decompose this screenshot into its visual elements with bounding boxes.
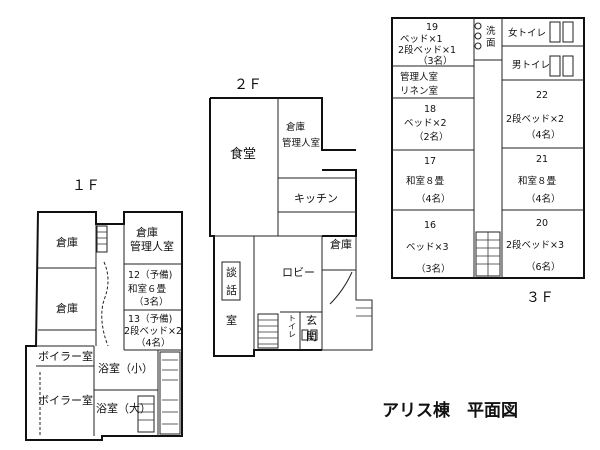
room-3f-16-l1: 16 (424, 220, 436, 231)
room-1f-12-l1: 12（予備) (128, 269, 172, 281)
room-2f-lounge-c1: 談 (226, 265, 237, 279)
room-2f-entrance-c2: 関 (306, 330, 317, 343)
room-2f-storage: 倉庫 (330, 237, 352, 251)
room-3f-17-l2: 和室８畳 (406, 175, 445, 187)
floor-2f-label: ２Ｆ (234, 77, 262, 93)
wash-basins (474, 22, 482, 50)
floor-1f: １Ｆ (25, 178, 183, 441)
room-3f-18-l2: ベッド×2 (404, 118, 447, 129)
room-3f-21-l2: 和室８畳 (518, 175, 557, 187)
room-2f-dining: 食堂 (230, 146, 256, 162)
plan-title: アリス棟 平面図 (382, 400, 518, 421)
room-3f-19-l1: 19 (426, 22, 438, 33)
room-3f-20-l3: （6名） (526, 261, 561, 273)
room-3f-20-l1: 20 (536, 218, 548, 229)
stairs-1f (96, 225, 108, 253)
room-3f-16-l3: （3名） (416, 263, 451, 275)
room-1f-boiler-b: ボイラー室 (38, 393, 93, 407)
room-3f-men-toilet: 男トイレ (512, 60, 550, 71)
room-3f-17-l3: （4名） (416, 193, 451, 205)
room-3f-21-l1: 21 (536, 154, 548, 165)
room-1f-13-l3: （4名） (136, 337, 171, 349)
entrance-steps-2f (356, 299, 372, 317)
floor-1f-label: １Ｆ (72, 178, 100, 194)
room-3f-women-toilet: 女トイレ (508, 27, 546, 39)
room-1f-manager-l2: 管理人室 (130, 239, 174, 253)
room-2f-lobby: ロビー (282, 266, 315, 279)
room-3f-20-l2: 2段ベッド×3 (506, 239, 564, 251)
room-1f-bath-large: 浴室（大） (96, 401, 151, 415)
room-2f-manager-l2: 管理人室 (282, 137, 320, 149)
room-2f-lounge-c2: 話 (226, 283, 237, 297)
room-3f-18-l1: 18 (424, 104, 436, 115)
room-3f-17-l1: 17 (424, 156, 436, 167)
bathtub-hatch (137, 351, 181, 435)
room-3f-22-l3: （4名） (526, 129, 561, 141)
room-3f-wash-c2: 面 (486, 38, 496, 49)
room-2f-manager-l1: 倉庫 (286, 121, 306, 133)
room-1f-boiler-a: ボイラー室 (38, 349, 93, 363)
room-1f-storage-a: 倉庫 (56, 235, 78, 249)
room-1f-13-l1: 13（予備) (128, 313, 172, 325)
stairs-2f (257, 313, 279, 349)
room-2f-kitchen: キッチン (294, 192, 338, 205)
room-1f-bath-small: 浴室（小） (98, 361, 153, 375)
room-1f-storage-b: 倉庫 (56, 301, 78, 315)
room-3f-22-l1: 22 (536, 90, 548, 101)
stairs-3f (475, 231, 501, 277)
room-3f-21-l3: （4名） (526, 193, 561, 205)
room-3f-19-l2: ベッド×1 (400, 34, 443, 45)
room-3f-16-l2: ベッド×3 (406, 242, 449, 253)
room-1f-13-l2: 2段ベッド×2 (124, 325, 182, 337)
room-3f-18-l3: （2名） (414, 131, 449, 143)
floor-3f-label: ３Ｆ (526, 290, 554, 306)
room-2f-toilet: トイレ (288, 314, 297, 338)
room-1f-12-l2: 和室６畳 (128, 283, 167, 295)
room-1f-12-l3: （3名） (134, 296, 169, 308)
room-3f-19-l3: 2段ベッド×1 (398, 44, 456, 56)
room-3f-manager-l1: 管理人室 (400, 71, 438, 83)
room-2f-lounge-c3: 室 (226, 313, 237, 327)
floor-2f: ２Ｆ 食堂 (209, 77, 373, 357)
room-2f-entrance-c1: 玄 (306, 313, 317, 327)
room-3f-19-l4: （3名） (418, 55, 453, 67)
room-1f-manager-l1: 倉庫 (136, 225, 158, 239)
room-3f-wash-c1: 洗 (486, 25, 496, 37)
room-3f-manager-l2: リネン室 (400, 85, 438, 97)
floor-3f: ３Ｆ (391, 17, 585, 306)
room-3f-22-l2: 2段ベッド×2 (506, 113, 564, 125)
toilet-stalls-3f (549, 21, 574, 77)
